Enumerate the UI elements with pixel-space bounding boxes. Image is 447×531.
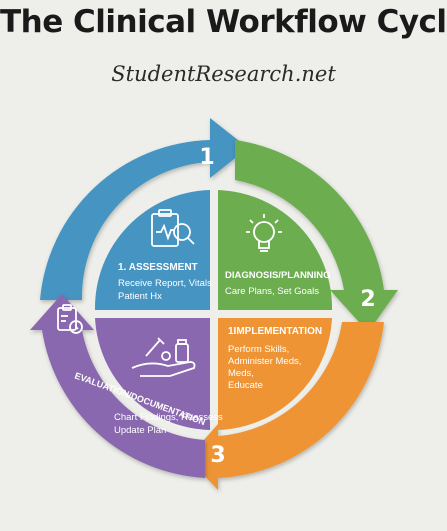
implementation-line-1: Perform Skills, [228,344,289,355]
assessment-title: 1. ASSESSMENT [118,262,198,273]
step-number-1: 1 [199,145,214,170]
diagnosis-quadrant [218,190,333,310]
evaluation-quadrant [95,318,210,430]
page-title: The Clinical Workflow Cycle [0,4,447,40]
evaluation-arrow [30,294,205,478]
assessment-line-1: Receive Report, Vitals [118,278,212,289]
implementation-line-4: Educate [228,380,263,391]
lightbulb-icon [246,214,282,252]
site-subtitle: StudentResearch.net [111,62,336,86]
implementation-line-2: Administer Meds, [228,356,301,367]
diagnosis-line-1: Care Plans, Set Goals [225,286,319,297]
evaluation-line-1: Chart Findings, Reassess [114,412,223,423]
diagnosis-title: DIAGNOSIS/PLANNING [225,270,331,281]
step-number-3: 3 [210,443,225,468]
assessment-arrow [40,118,248,300]
medication-hand-icon [131,337,196,377]
step-number-2: 2 [360,287,375,312]
diagnosis-arrow [235,140,398,332]
evaluation-line-2: Update Plan [114,425,166,436]
assessment-line-2: Patient Hx [118,291,162,302]
clipboard-clock-icon [57,304,83,334]
implementation-quadrant [218,318,332,430]
clipboard-chart-icon [151,209,195,247]
assessment-quadrant [94,190,210,310]
implementation-arrow [188,322,384,490]
implementation-title: 1IMPLEMENTATION [228,326,322,337]
implementation-line-3: Meds, [228,368,254,379]
